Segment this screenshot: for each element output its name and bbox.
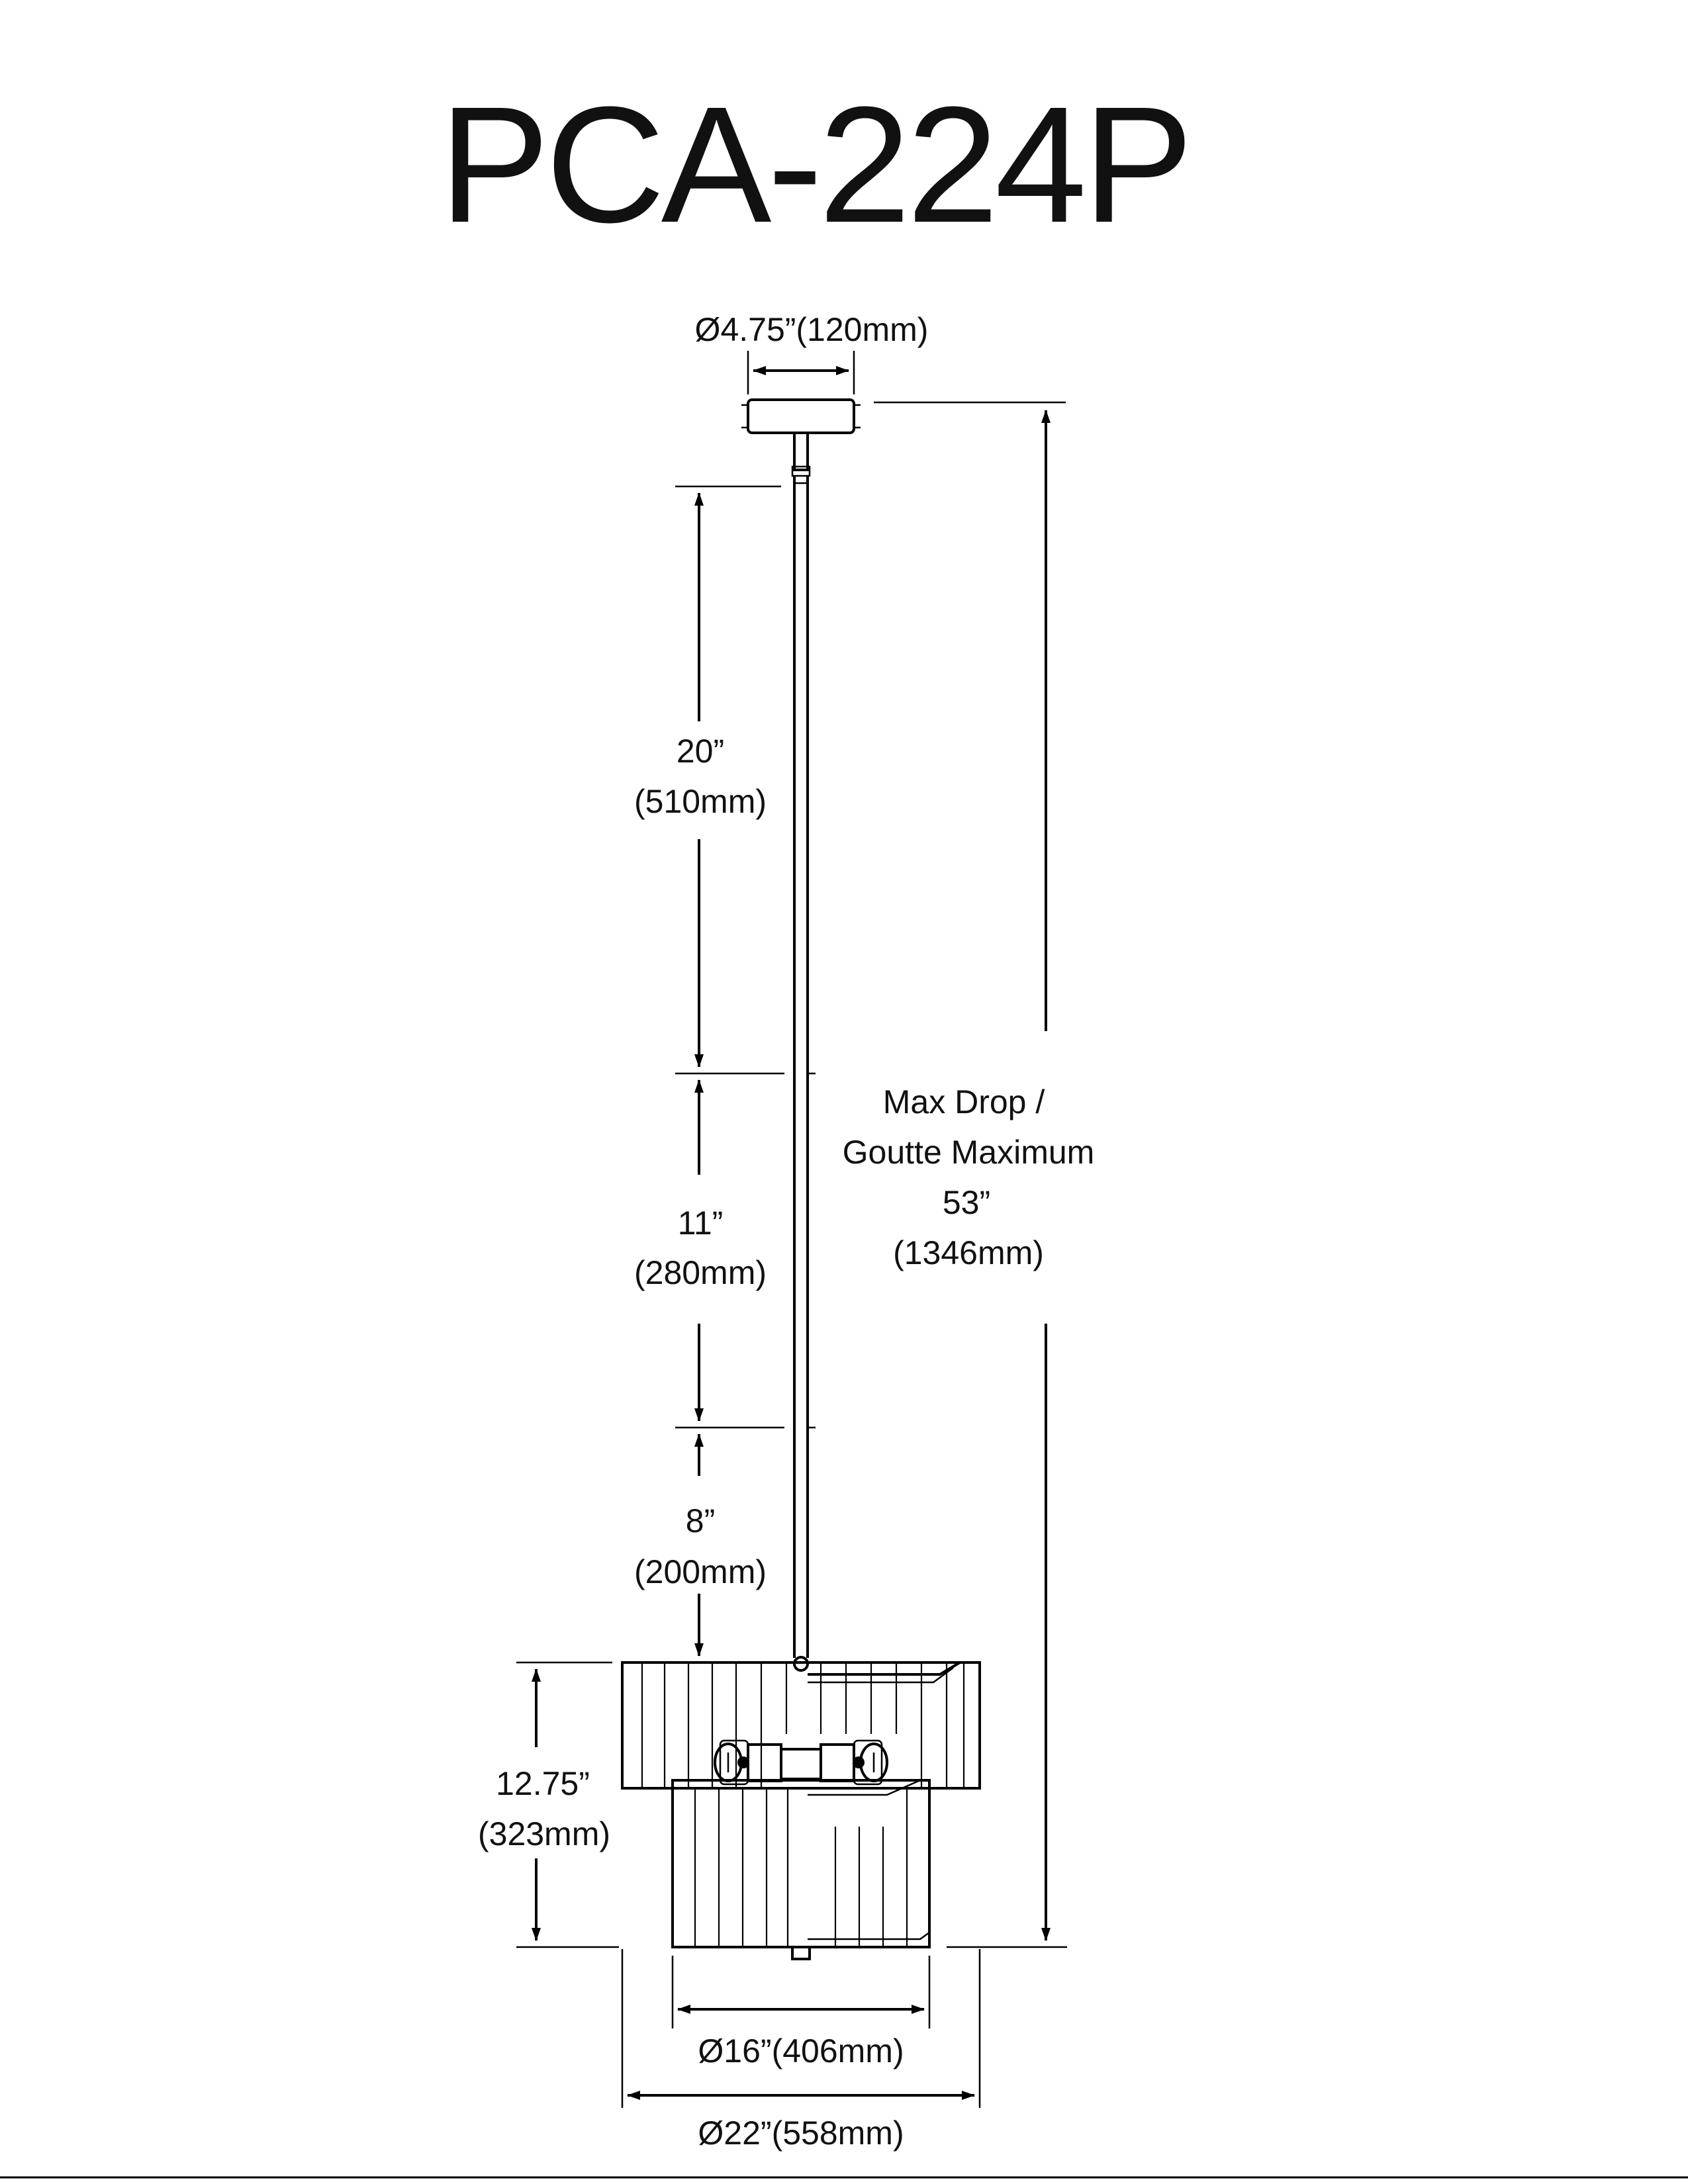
rod-lower-mm: (200mm): [634, 1553, 767, 1590]
shade-height-mm: (323mm): [478, 1815, 610, 1852]
max-drop-dimension: Max Drop / Goutte Maximum 53” (1346mm): [843, 401, 1095, 1948]
shade-height-inches: 12.75”: [496, 1765, 590, 1802]
max-drop-label-fr: Goutte Maximum: [843, 1134, 1095, 1171]
rod-upper-inches: 20”: [677, 733, 724, 770]
canopy-diameter-label: Ø4.75”(120mm): [695, 311, 929, 348]
outer-shade: [621, 1661, 981, 1790]
down-rod: [793, 476, 816, 1672]
inner-diameter-label: Ø16”(406mm): [698, 2032, 904, 2070]
outer-diameter-label: Ø22”(558mm): [698, 2115, 904, 2152]
outer-diameter-dimension: Ø22”(558mm): [621, 1949, 981, 2152]
rod-middle-inches: 11”: [678, 1205, 724, 1242]
max-drop-inches: 53”: [943, 1184, 990, 1221]
max-drop-label-en: Max Drop /: [883, 1083, 1045, 1120]
canopy: [747, 398, 855, 434]
canopy-dimension: Ø4.75”(120mm): [695, 311, 929, 394]
fixture-illustration: [621, 398, 981, 1960]
inner-diameter-dimension: Ø16”(406mm): [671, 1956, 931, 2070]
rod-lower-inches: 8”: [686, 1502, 715, 1539]
light-sockets: [714, 1739, 888, 1786]
rod-upper-mm: (510mm): [634, 783, 767, 820]
rod-dimensions: 20” (510mm) 11” (280mm) 8” (200mm): [634, 485, 784, 1657]
rod-middle-mm: (280mm): [634, 1254, 767, 1291]
shade-height-dimension: 12.75” (323mm): [478, 1661, 619, 1948]
max-drop-mm: (1346mm): [893, 1234, 1044, 1271]
inner-shade: [671, 1779, 931, 1960]
model-title: PCA-224P: [439, 72, 1189, 257]
